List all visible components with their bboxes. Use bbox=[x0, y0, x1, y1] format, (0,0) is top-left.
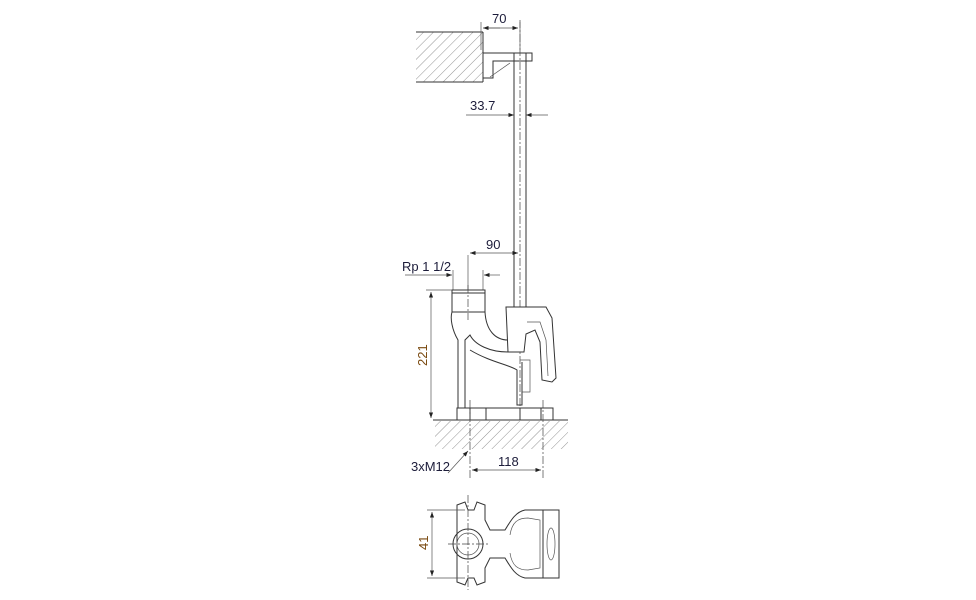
dimension-label-33-7: 33.7 bbox=[470, 98, 495, 113]
dimension-label-41: 41 bbox=[416, 536, 431, 550]
anchor-bolt-label: 3xM12 bbox=[411, 459, 450, 474]
dimension-70: 70 bbox=[480, 11, 521, 50]
wall-section bbox=[416, 31, 484, 83]
dimension-118: 118 bbox=[472, 454, 541, 473]
dimension-label-118: 118 bbox=[498, 454, 519, 469]
dimension-221: 221 bbox=[415, 289, 452, 418]
dimension-33-7: 33.7 bbox=[466, 98, 548, 118]
riser-pipe bbox=[513, 20, 527, 420]
dimension-label-221: 221 bbox=[415, 344, 430, 366]
pump-plan-view: 41 bbox=[416, 495, 560, 590]
dimension-inlet-thread: Rp 1 1/2 bbox=[402, 259, 500, 290]
dimension-label-70: 70 bbox=[492, 11, 506, 26]
dimension-label-rp: Rp 1 1/2 bbox=[402, 259, 451, 274]
dimension-label-90: 90 bbox=[486, 237, 500, 252]
pump-body bbox=[450, 285, 557, 421]
anchor-bolt-callout: 3xM12 bbox=[411, 450, 469, 474]
floor-section bbox=[433, 400, 568, 478]
wall-bracket bbox=[483, 52, 533, 79]
